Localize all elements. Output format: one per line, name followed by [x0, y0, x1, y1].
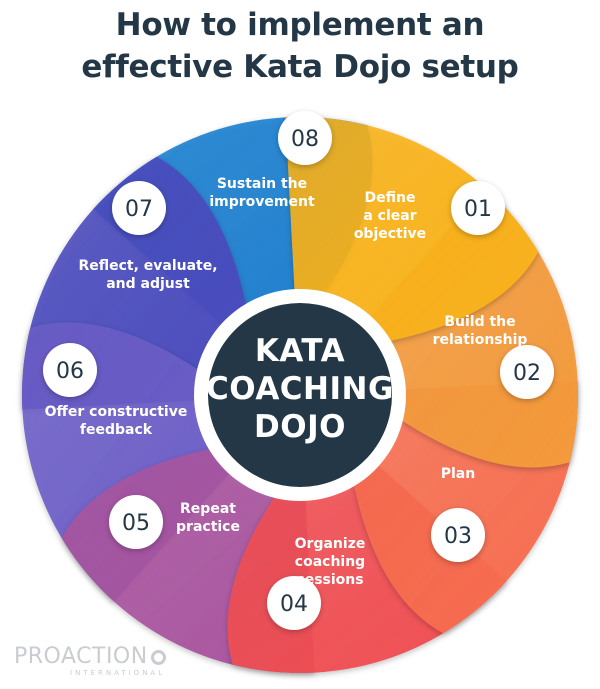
svg-text:01: 01 — [464, 197, 492, 222]
petal-group — [21, 117, 579, 673]
step-number-03: 03 — [431, 508, 485, 562]
step-label-03: Plan — [441, 466, 475, 482]
svg-text:08: 08 — [291, 127, 319, 152]
svg-text:04: 04 — [280, 592, 308, 617]
step-number-04: 04 — [267, 576, 321, 630]
logo-brand: PROACTION — [14, 644, 148, 669]
svg-text:06: 06 — [56, 359, 84, 384]
step-number-05: 05 — [109, 495, 163, 549]
svg-text:05: 05 — [122, 511, 150, 536]
number-group: 01 02 03 04 05 06 07 08 — [43, 111, 554, 630]
step-number-07: 07 — [112, 181, 166, 235]
title-line-1: How to implement an — [115, 7, 485, 43]
step-number-01: 01 — [451, 181, 505, 235]
step-label-07: Reflect, evaluate,and adjust — [78, 258, 217, 292]
step-number-06: 06 — [43, 343, 97, 397]
proaction-logo: PROACTION INTERNATIONAL — [14, 645, 166, 678]
svg-text:07: 07 — [125, 197, 153, 222]
page-title: How to implement an effective Kata Dojo … — [0, 4, 600, 88]
center-circle — [208, 303, 392, 487]
step-number-02: 02 — [500, 345, 554, 399]
logo-tagline: INTERNATIONAL — [70, 669, 166, 677]
title-line-2: effective Kata Dojo setup — [81, 49, 519, 85]
petal-step-01 — [285, 117, 539, 341]
step-number-08: 08 — [278, 111, 332, 165]
svg-text:02: 02 — [513, 361, 541, 386]
svg-text:03: 03 — [444, 524, 472, 549]
logo-ring-icon — [150, 650, 166, 665]
